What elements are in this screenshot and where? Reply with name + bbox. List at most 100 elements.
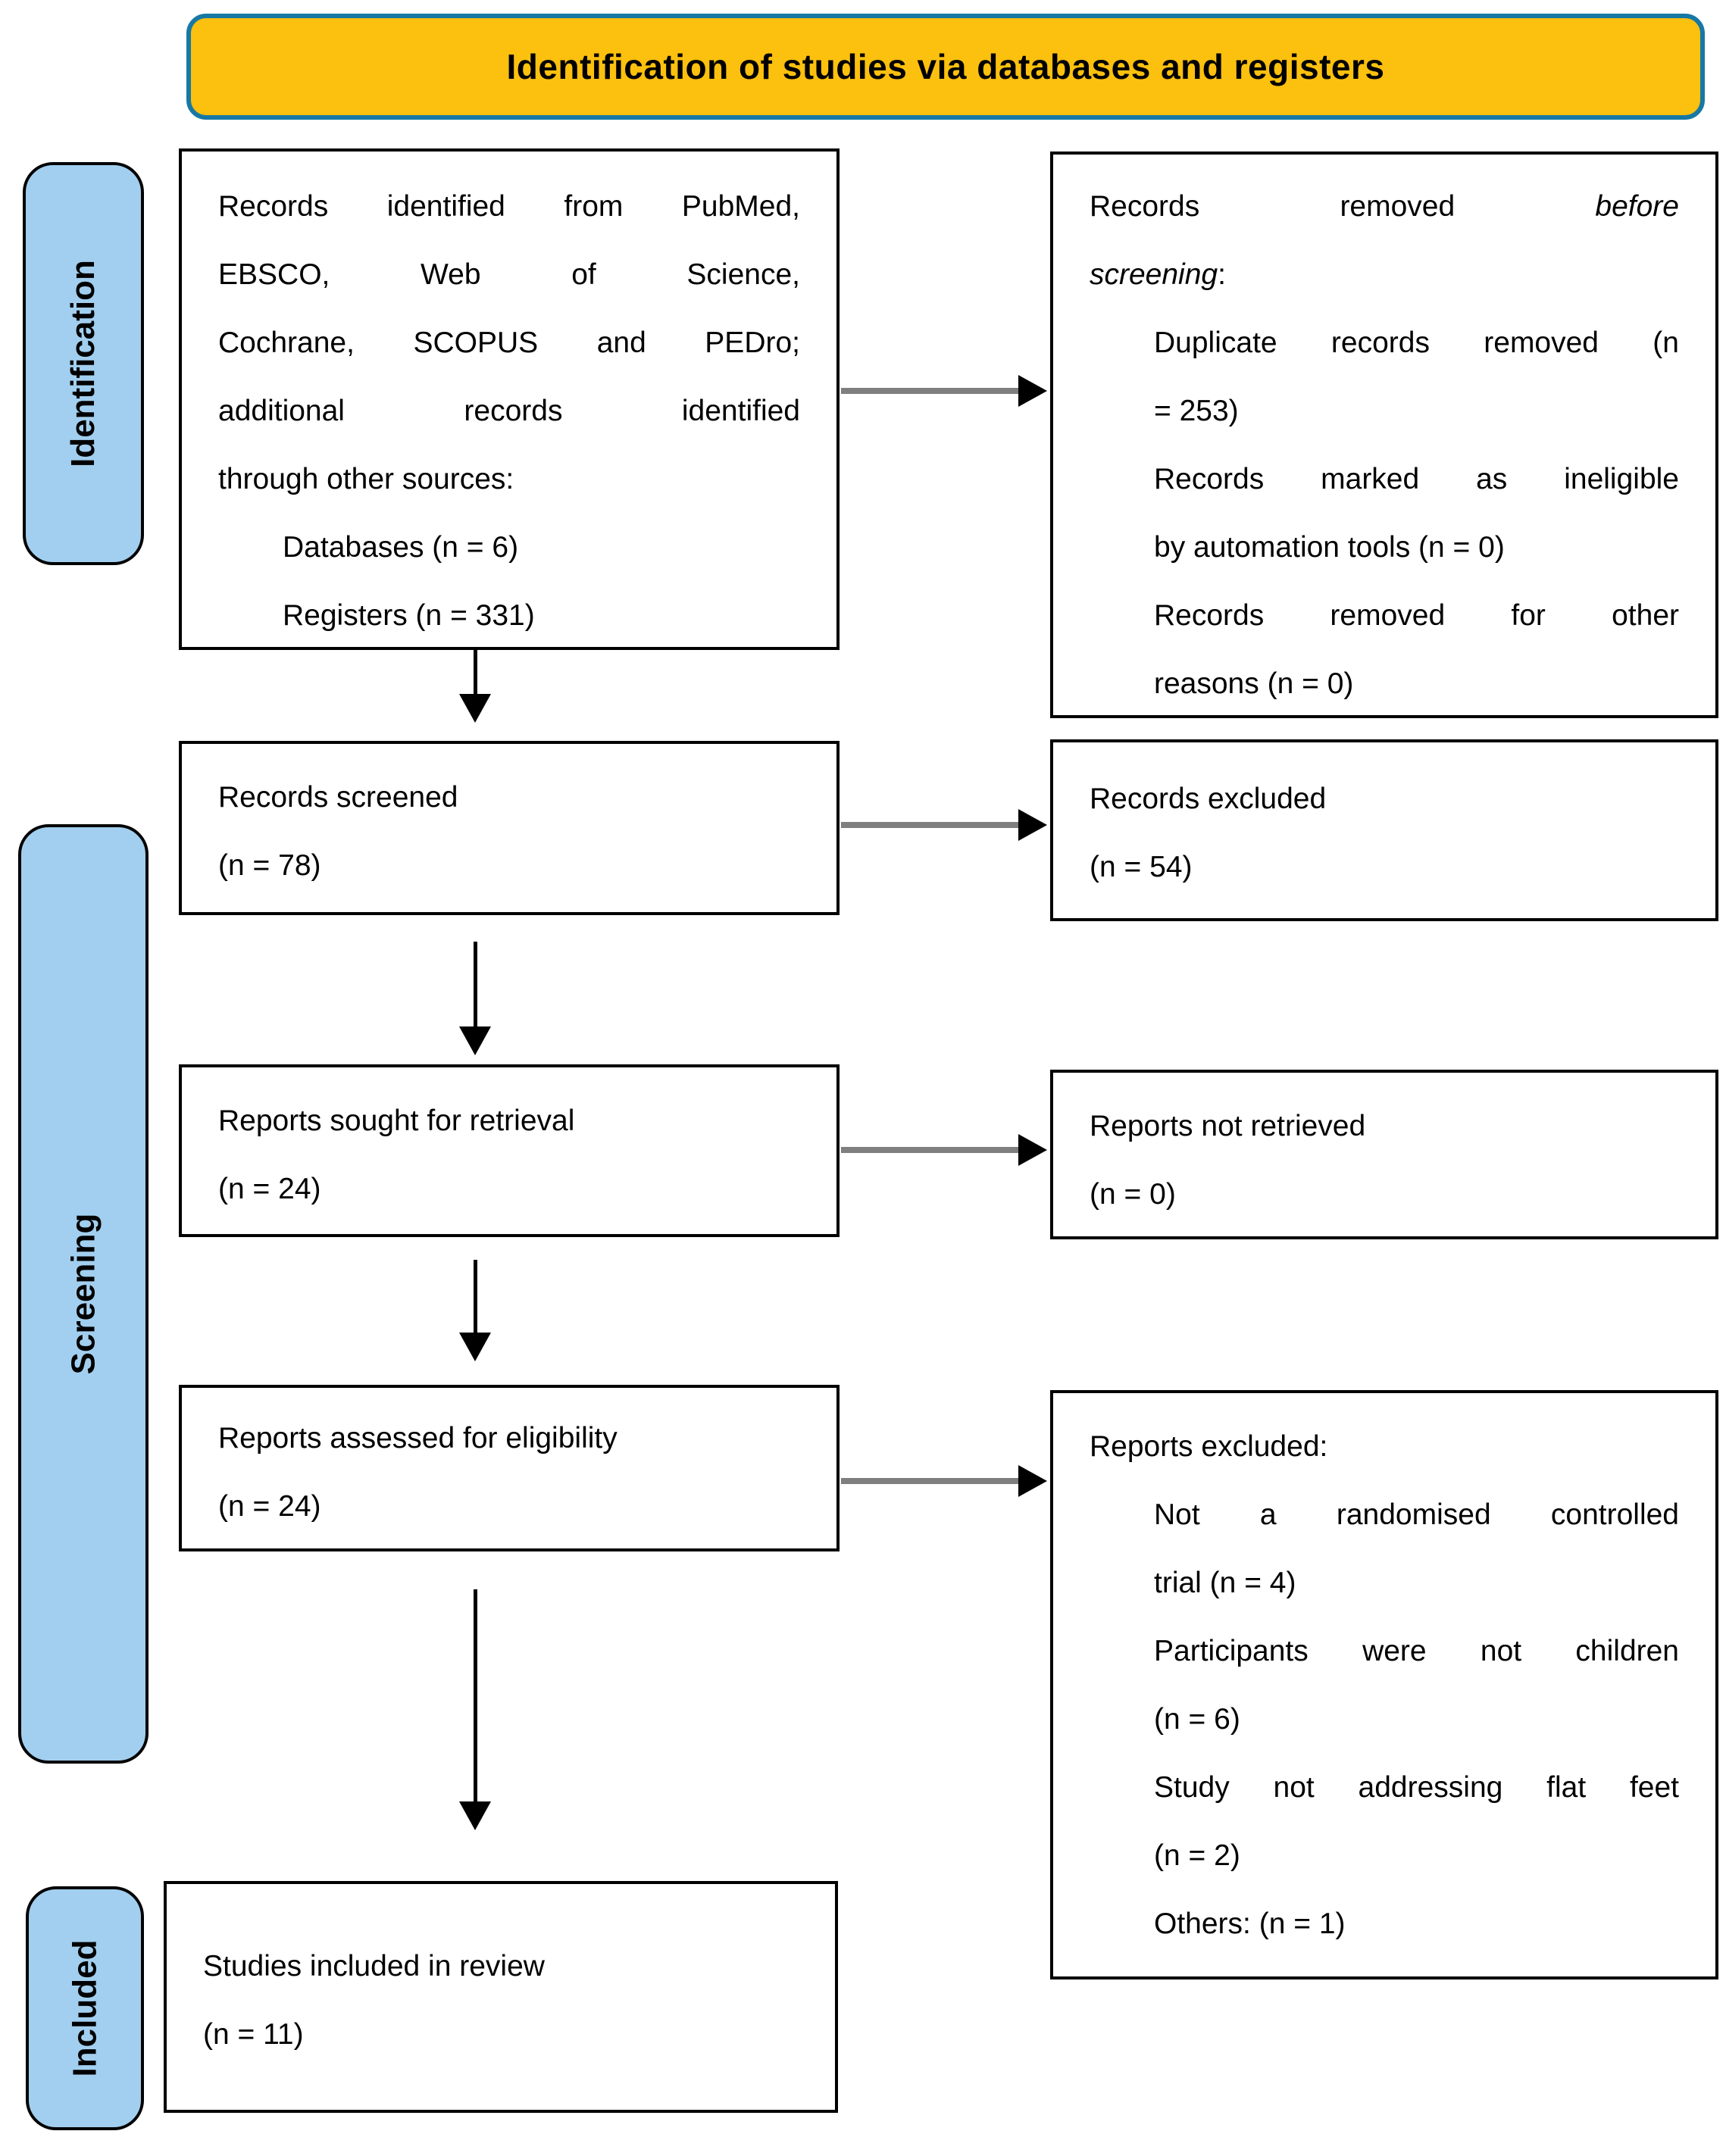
text-segment: Participants were not children — [1154, 1635, 1679, 1667]
text-segment: Studies included in review — [203, 1950, 545, 1983]
text-line: Cochrane, SCOPUS and PEDro; — [218, 309, 800, 377]
arrow-shaft — [841, 388, 1024, 394]
text-segment: Records excluded — [1090, 783, 1327, 815]
text-line: Reports not retrieved — [1090, 1092, 1679, 1161]
text-line: Reports assessed for eligibility — [218, 1405, 800, 1473]
arrowhead-down-icon — [459, 1333, 491, 1361]
text-line: Databases (n = 6) — [218, 514, 800, 582]
text-line: (n = 24) — [218, 1155, 800, 1223]
header-banner: Identification of studies via databases … — [186, 14, 1705, 120]
text-line: Duplicate records removed (n — [1090, 309, 1679, 377]
box-studies-included: Studies included in review (n = 11) — [164, 1881, 838, 2113]
text-line: Records identified from PubMed, — [218, 173, 800, 241]
stage-label-screening: Screening — [18, 824, 149, 1764]
text-segment: trial (n = 4) — [1154, 1567, 1296, 1599]
text-line: EBSCO, Web of Science, — [218, 241, 800, 309]
arrow-shaft — [474, 1260, 477, 1339]
text-segment: (n = 0) — [1090, 1178, 1176, 1211]
text-segment: EBSCO, Web of Science, — [218, 258, 800, 291]
text-line: Records removed before — [1090, 173, 1679, 241]
text-line: reasons (n = 0) — [1090, 650, 1679, 715]
text-segment: through other sources: — [218, 463, 514, 495]
text-line: (n = 6) — [1090, 1686, 1679, 1754]
text-line: (n = 0) — [1090, 1161, 1679, 1229]
arrowhead-down-icon — [459, 1801, 491, 1830]
text-segment: by automation tools (n = 0) — [1154, 531, 1505, 564]
text-segment: Not a randomised controlled — [1154, 1498, 1679, 1531]
stage-label-included-text: Included — [66, 1939, 103, 2077]
text-line: Reports excluded: — [1090, 1413, 1679, 1481]
arrow-shaft — [474, 1589, 477, 1808]
text-line: Records excluded — [1090, 765, 1679, 833]
text-line: Participants were not children — [1090, 1617, 1679, 1686]
text-line: (n = 24) — [218, 1473, 800, 1541]
text-line: Study not addressing flat feet — [1090, 1754, 1679, 1822]
box-records-excluded: Records excluded (n = 54) — [1050, 739, 1718, 921]
text-segment: Cochrane, SCOPUS and PEDro; — [218, 327, 800, 359]
text-segment: Reports not retrieved — [1090, 1110, 1366, 1142]
arrowhead-down-icon — [459, 1026, 491, 1055]
stage-label-identification-text: Identification — [64, 260, 102, 467]
arrow-shaft — [841, 822, 1024, 828]
text-segment: = 253) — [1154, 395, 1239, 427]
text-segment: Duplicate records removed (n — [1154, 327, 1679, 359]
box-records-screened: Records screened (n = 78) — [179, 741, 840, 915]
text-segment: Reports excluded: — [1090, 1430, 1328, 1463]
arrowhead-right-icon — [1018, 1134, 1047, 1166]
stage-label-screening-text: Screening — [64, 1213, 102, 1375]
box-reports-sought: Reports sought for retrieval (n = 24) — [179, 1064, 840, 1237]
arrowhead-down-icon — [459, 694, 491, 723]
arrow-shaft — [841, 1147, 1024, 1153]
text-line: screening: — [1090, 241, 1679, 309]
text-segment: : — [1218, 258, 1226, 291]
text-segment: (n = 54) — [1090, 851, 1193, 883]
arrowhead-right-icon — [1018, 375, 1047, 407]
text-line: Records removed for other — [1090, 582, 1679, 650]
text-segment: Records removed — [1090, 190, 1596, 223]
text-segment: Records identified from PubMed, — [218, 190, 800, 223]
stage-label-identification: Identification — [23, 162, 144, 565]
text-line: (n = 11) — [203, 2001, 799, 2069]
text-segment: (n = 24) — [218, 1173, 321, 1205]
text-line: by automation tools (n = 0) — [1090, 514, 1679, 582]
arrow-shaft — [474, 650, 477, 700]
box-reports-not-retrieved: Reports not retrieved (n = 0) — [1050, 1070, 1718, 1239]
header-title: Identification of studies via databases … — [506, 47, 1385, 86]
text-line: Registers (n = 331) — [218, 582, 800, 647]
box-reports-assessed: Reports assessed for eligibility (n = 24) — [179, 1385, 840, 1551]
text-segment: (n = 2) — [1154, 1839, 1240, 1872]
text-segment: (n = 78) — [218, 849, 321, 882]
text-line: Not a randomised controlled — [1090, 1481, 1679, 1549]
arrow-shaft — [841, 1478, 1024, 1484]
italic-text: before — [1595, 190, 1679, 223]
text-segment: Reports sought for retrieval — [218, 1105, 575, 1137]
text-segment: reasons (n = 0) — [1154, 667, 1354, 700]
text-segment: Others: (n = 1) — [1154, 1908, 1346, 1940]
stage-label-included: Included — [26, 1886, 144, 2130]
box-reports-excluded: Reports excluded: Not a randomised contro… — [1050, 1390, 1718, 1979]
text-line: Studies included in review — [203, 1933, 799, 2001]
text-segment: Records screened — [218, 781, 458, 814]
text-segment: Records marked as ineligible — [1154, 463, 1679, 495]
text-line: through other sources: — [218, 445, 800, 514]
italic-text: screening — [1090, 258, 1218, 291]
text-line: (n = 54) — [1090, 833, 1679, 901]
text-line: Records marked as ineligible — [1090, 445, 1679, 514]
text-line: (n = 78) — [218, 832, 800, 900]
text-line: Others: (n = 1) — [1090, 1890, 1679, 1958]
text-segment: Databases (n = 6) — [283, 531, 519, 564]
arrowhead-right-icon — [1018, 809, 1047, 841]
arrow-shaft — [474, 942, 477, 1033]
text-segment: (n = 11) — [203, 2018, 304, 2051]
text-segment: additional records identified — [218, 395, 800, 427]
text-segment: Study not addressing flat feet — [1154, 1771, 1679, 1804]
text-line: additional records identified — [218, 377, 800, 445]
text-segment: Reports assessed for eligibility — [218, 1422, 618, 1455]
text-line: trial (n = 4) — [1090, 1549, 1679, 1617]
text-segment: Records removed for other — [1154, 599, 1679, 632]
text-line: = 253) — [1090, 377, 1679, 445]
text-line: (n = 2) — [1090, 1822, 1679, 1890]
box-records-identified: Records identified from PubMed, EBSCO, We… — [179, 148, 840, 650]
